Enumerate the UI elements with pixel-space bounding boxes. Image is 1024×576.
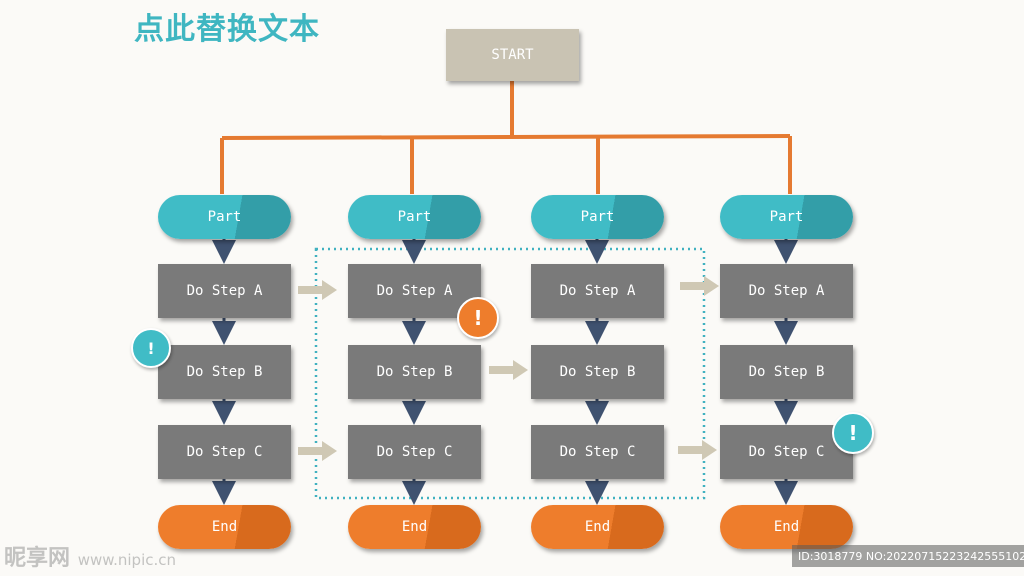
part-node-col-3[interactable]: Part	[531, 195, 664, 239]
step-c-col-1[interactable]: Do Step C	[158, 425, 291, 479]
watermark-logo: 昵享网 www.nipic.cn	[4, 540, 176, 572]
step-c-col-2[interactable]: Do Step C	[348, 425, 481, 479]
part-node-col-1[interactable]: Part	[158, 195, 291, 239]
step-a-col-1[interactable]: Do Step A	[158, 264, 291, 318]
step-b-col-1[interactable]: Do Step B	[158, 345, 291, 399]
step-c-col-3[interactable]: Do Step C	[531, 425, 664, 479]
alert-badge-col-4[interactable]: !	[832, 412, 874, 454]
step-a-col-2[interactable]: Do Step A	[348, 264, 481, 318]
arrow-col3-c-to-col4-c	[678, 440, 717, 460]
step-b-col-3[interactable]: Do Step B	[531, 345, 664, 399]
start-tree-connector	[220, 81, 792, 194]
part-node-col-2[interactable]: Part	[348, 195, 481, 239]
watermark-logo-text: 昵享网	[4, 546, 71, 571]
part-node-col-4[interactable]: Part	[720, 195, 853, 239]
arrow-col1-c-to-col2-c	[298, 441, 337, 461]
dotted-group-frame	[314, 247, 706, 500]
step-a-col-3[interactable]: Do Step A	[531, 264, 664, 318]
end-node-col-2[interactable]: End	[348, 505, 481, 549]
end-node-col-1[interactable]: End	[158, 505, 291, 549]
vertical-flow-arrows	[212, 238, 798, 505]
watermark-url: www.nipic.cn	[77, 551, 177, 569]
step-b-col-2[interactable]: Do Step B	[348, 345, 481, 399]
arrow-col3-a-to-col4-a	[680, 276, 719, 296]
arrow-col2-b-to-col3-b	[489, 360, 528, 380]
end-node-col-4[interactable]: End	[720, 505, 853, 549]
watermark-id-strip: ID:3018779 NO:20220715223242555102	[792, 545, 1024, 567]
step-b-col-4[interactable]: Do Step B	[720, 345, 853, 399]
cross-flow-arrows	[298, 276, 719, 461]
arrow-col1-a-to-col2-a	[298, 280, 337, 300]
step-c-col-4[interactable]: Do Step C	[720, 425, 853, 479]
end-node-col-3[interactable]: End	[531, 505, 664, 549]
alert-badge-col-1[interactable]: !	[131, 328, 171, 368]
step-a-col-4[interactable]: Do Step A	[720, 264, 853, 318]
start-node[interactable]: START	[446, 29, 579, 81]
alert-badge-col-2[interactable]: !	[457, 297, 499, 339]
page-title: 点此替换文本	[134, 12, 320, 47]
